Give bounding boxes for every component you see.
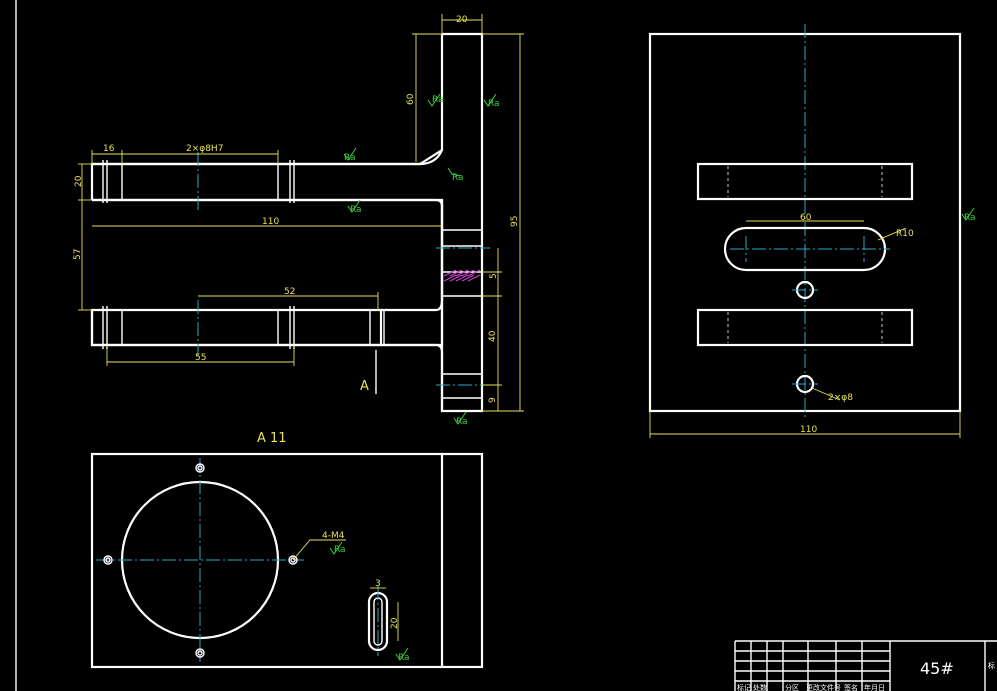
front-dimension-texts: 20 60 95 16 2×φ8H7 20 110 57 52 55 5 40 … [73, 15, 520, 403]
svg-text:Ra: Ra [488, 99, 500, 109]
section-view: A 11 4-M4 Ra 3 20 Ra [90, 431, 484, 669]
svg-text:处数: 处数 [753, 683, 767, 691]
dim-top-width: 20 [456, 15, 468, 25]
holes-leader [811, 387, 841, 401]
svg-text:Ra: Ra [398, 653, 410, 663]
roughness-icon [347, 199, 361, 213]
dim-small: 5 [489, 273, 499, 279]
block-hole-lines [442, 229, 482, 399]
roughness-icon [483, 93, 497, 107]
hole-note: 4-M4 [322, 531, 345, 541]
tapped-holes [103, 463, 298, 658]
title-block-right-char: 标 [988, 661, 995, 670]
dim-gap: 57 [73, 249, 83, 260]
dim-arm-thick: 20 [74, 175, 84, 187]
roughness-icon [427, 93, 441, 107]
dim-length: 110 [262, 217, 279, 227]
dim-bore-spec: 2×φ8H7 [186, 144, 223, 154]
dim-hole-span: 52 [284, 287, 295, 297]
roughness-icon [453, 411, 467, 425]
lower-arm-rect [696, 308, 914, 347]
front-dimensions [78, 14, 524, 412]
section-view-label: A 11 [257, 431, 287, 446]
svg-text:Ra: Ra [344, 153, 356, 163]
slot-radius-leader [877, 227, 907, 241]
svg-text:更改文件号: 更改文件号 [806, 683, 841, 691]
side-view: 60 R10 2×φ8 110 Ra [648, 24, 976, 438]
title-block: 45# 标 标记 处数 分区 更改文件号 签名 年月日 [734, 640, 997, 691]
slot-span: 60 [800, 213, 812, 223]
holes-note: 2×φ8 [828, 393, 853, 403]
roughness-icon [447, 167, 461, 177]
svg-text:标记: 标记 [737, 683, 751, 691]
front-view-outline [90, 32, 484, 413]
hole-note-leader [292, 539, 346, 561]
side-width: 110 [800, 425, 817, 435]
roughness-icon [329, 541, 343, 555]
svg-text:Ra: Ra [350, 205, 362, 215]
svg-text:签名: 签名 [844, 683, 858, 691]
section-view-outline [90, 452, 484, 669]
slot-length: 20 [390, 617, 400, 629]
svg-text:分区: 分区 [785, 683, 799, 691]
dim-lower-len: 55 [195, 353, 206, 363]
dim-lower-height: 40 [488, 330, 498, 342]
front-roughness-symbols: Ra Ra Ra Ra Ra Ra [343, 93, 500, 427]
thread-hatch [443, 269, 481, 282]
dim-bore-len: 16 [103, 144, 115, 154]
svg-text:Ra: Ra [964, 213, 976, 223]
section-mark-label: A [360, 379, 369, 394]
dim-total-height: 95 [510, 216, 520, 227]
svg-text:Ra: Ra [456, 417, 468, 427]
upper-arm-rect [696, 162, 914, 201]
front-view-fillets [90, 149, 444, 411]
material-label: 45# [920, 659, 954, 678]
roughness-icon [343, 147, 357, 161]
front-view: 20 60 95 16 2×φ8H7 20 110 57 52 55 5 40 … [73, 14, 524, 427]
roughness-icon [395, 647, 409, 661]
svg-text:Ra: Ra [334, 545, 346, 555]
slot-radius: R10 [896, 229, 914, 239]
dim-upper-height: 60 [406, 93, 416, 105]
svg-text:Ra: Ra [432, 95, 444, 105]
roughness-icon [961, 207, 975, 221]
dim-base: 9 [488, 397, 498, 403]
slot-width: 3 [375, 579, 381, 589]
svg-text:年月日: 年月日 [864, 683, 885, 691]
svg-text:Ra: Ra [452, 173, 464, 183]
